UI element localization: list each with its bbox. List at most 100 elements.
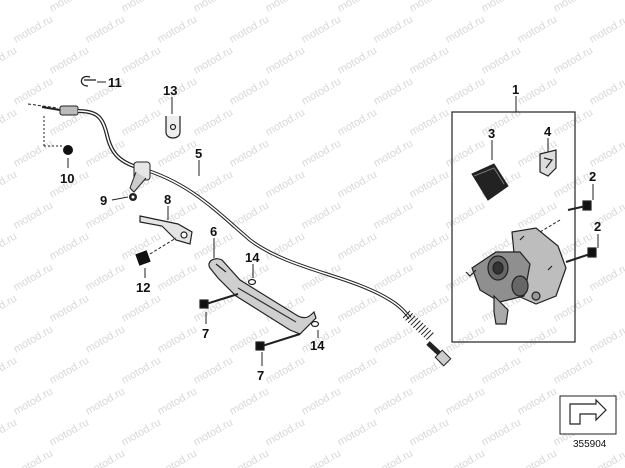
bolt-12 — [135, 237, 177, 266]
watermark-text: motod.ru — [300, 447, 344, 468]
watermark-text: motod.ru — [516, 199, 560, 231]
watermark-text: motod.ru — [300, 137, 344, 169]
watermark-text: motod.ru — [372, 447, 416, 468]
pad-spring-4 — [539, 149, 557, 177]
watermark-text: motod.ru — [120, 354, 164, 386]
watermark-text: motod.ru — [192, 416, 236, 448]
watermark-text: motod.ru — [228, 323, 272, 355]
callout-12: 12 — [136, 280, 150, 295]
callout-7-upper: 7 — [202, 326, 209, 341]
watermark-text: motod.ru — [0, 354, 19, 386]
watermark-text: motod.ru — [48, 292, 92, 324]
brake-cable — [27, 103, 452, 367]
cable-clamp — [129, 161, 151, 193]
callout-2-upper: 2 — [589, 169, 596, 184]
callout-8: 8 — [164, 192, 171, 207]
watermark-text: motod.ru — [12, 323, 56, 355]
watermark-text: motod.ru — [12, 261, 56, 293]
watermark-text: motod.ru — [408, 292, 452, 324]
watermark-text: motod.ru — [336, 416, 380, 448]
watermark-text: motod.ru — [516, 75, 560, 107]
watermark-text: motod.ru — [12, 75, 56, 107]
watermark-text: motod.ru — [516, 13, 560, 45]
watermark-text: motod.ru — [0, 168, 19, 200]
watermark-text: motod.ru — [588, 261, 625, 293]
callout-7-lower: 7 — [257, 368, 264, 383]
watermark-text: motod.ru — [84, 323, 128, 355]
watermark-text: motod.ru — [12, 13, 56, 45]
watermark-text: motod.ru — [552, 44, 596, 76]
watermark-text: motod.ru — [336, 230, 380, 262]
watermark-text: motod.ru — [228, 137, 272, 169]
spring-coil — [426, 332, 434, 340]
watermark-text: motod.ru — [408, 416, 452, 448]
watermark-text: motod.ru — [120, 292, 164, 324]
watermark-text: motod.ru — [264, 168, 308, 200]
watermark-text: motod.ru — [336, 168, 380, 200]
callout-1: 1 — [512, 82, 519, 97]
brake-pad-3 — [471, 163, 509, 201]
watermark-text: motod.ru — [12, 137, 56, 169]
spring-coil — [415, 322, 424, 331]
washer-14 — [247, 278, 320, 328]
watermark-text: motod.ru — [264, 354, 308, 386]
cable-clip-11 — [80, 75, 96, 87]
bolt-7 — [199, 293, 301, 351]
watermark-text: motod.ru — [588, 323, 625, 355]
watermark-text: motod.ru — [336, 292, 380, 324]
watermark-text: motod.ru — [228, 13, 272, 45]
callout-4: 4 — [544, 124, 552, 139]
watermark-text: motod.ru — [300, 199, 344, 231]
watermark-text: motod.ru — [48, 230, 92, 262]
spring-coil — [420, 327, 429, 336]
callout-13: 13 — [163, 83, 177, 98]
watermark-text: motod.ru — [444, 199, 488, 231]
spring-coil — [423, 329, 432, 338]
watermark-text: motod.ru — [444, 385, 488, 417]
watermark-text: motod.ru — [0, 416, 19, 448]
caliper-assembly-box — [451, 111, 597, 343]
watermark-text: motod.ru — [120, 44, 164, 76]
callout-9: 9 — [100, 193, 107, 208]
watermark-text: motod.ru — [480, 44, 524, 76]
watermark-text: motod.ru — [12, 447, 56, 468]
clip-13 — [165, 116, 181, 139]
reference-box: 355904 — [559, 395, 617, 450]
watermark-text: motod.ru — [588, 447, 625, 468]
watermark-text: motod.ru — [84, 261, 128, 293]
brake-caliper-icon — [465, 227, 567, 325]
watermark-text: motod.ru — [0, 106, 19, 138]
watermark-text: motod.ru — [552, 0, 596, 15]
callout-10: 10 — [60, 171, 74, 186]
watermark-text: motod.ru — [444, 75, 488, 107]
watermark-text: motod.ru — [12, 385, 56, 417]
watermark-text: motod.ru — [120, 0, 164, 15]
watermark-text: motod.ru — [192, 106, 236, 138]
spring-coil — [413, 320, 421, 328]
watermark-text: motod.ru — [228, 75, 272, 107]
watermark-text: motod.ru — [444, 13, 488, 45]
watermark-text: motod.ru — [156, 261, 200, 293]
spring-coil — [418, 325, 426, 333]
watermark-text: motod.ru — [444, 323, 488, 355]
watermark-text: motod.ru — [48, 416, 92, 448]
watermark-text: motod.ru — [372, 75, 416, 107]
watermark-text: motod.ru — [300, 75, 344, 107]
bolt-10 — [43, 116, 73, 155]
watermark-text: motod.ru — [156, 323, 200, 355]
watermark-text: motod.ru — [0, 0, 19, 15]
watermark-text: motod.ru — [552, 106, 596, 138]
watermark-text: motod.ru — [372, 137, 416, 169]
watermark-text: motod.ru — [588, 137, 625, 169]
callout-14-lower: 14 — [310, 338, 325, 353]
callout-2-lower: 2 — [594, 219, 601, 234]
watermark-text: motod.ru — [372, 385, 416, 417]
watermark-text: motod.ru — [480, 416, 524, 448]
nut-9 — [129, 193, 137, 201]
watermark-text: motod.ru — [516, 323, 560, 355]
watermark-text: motod.ru — [408, 230, 452, 262]
spring-coil — [402, 310, 411, 319]
watermark-text: motod.ru — [192, 0, 236, 15]
